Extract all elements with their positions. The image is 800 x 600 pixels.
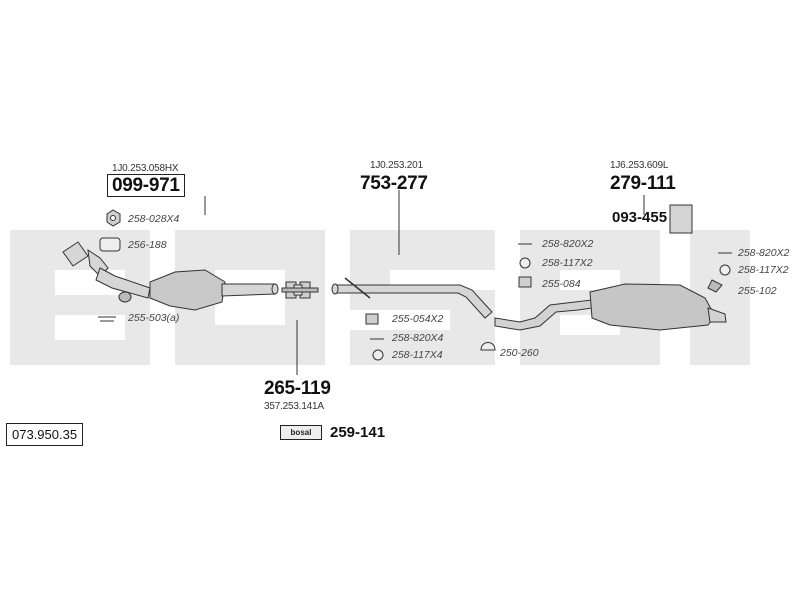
- part-label-9[interactable]: 258-117X2: [542, 257, 593, 269]
- part-label-7[interactable]: 250-260: [500, 347, 539, 359]
- part-label-13[interactable]: 255-102: [738, 285, 777, 297]
- part-label-6[interactable]: 258-117X4: [392, 349, 443, 361]
- front-part-number[interactable]: 099-971: [107, 174, 185, 197]
- rear-bracket-part-number[interactable]: 093-455: [612, 209, 668, 226]
- connector-clamp: [281, 281, 319, 299]
- part-label-10[interactable]: 255-084: [542, 278, 581, 290]
- hanger-icon: [365, 313, 379, 325]
- middle-oem: 1J0.253.201: [370, 160, 423, 171]
- seal-ring-icon: [480, 342, 496, 351]
- part-label-5[interactable]: 258-820X4: [392, 332, 444, 344]
- part-label-2[interactable]: 256-188: [128, 239, 167, 251]
- hanger-icon-2: [518, 276, 532, 288]
- connector-part-number[interactable]: 265-119: [264, 378, 331, 399]
- part-label-12[interactable]: 258-117X2: [738, 264, 789, 276]
- washer-icon-2: [519, 257, 531, 269]
- part-label-11[interactable]: 258-820X2: [738, 247, 790, 259]
- middle-pipe: [331, 277, 493, 319]
- bosal-kit-badge: bosal: [280, 425, 322, 440]
- clamp-icon: [98, 316, 116, 322]
- rear-oem: 1J6.253.609L: [610, 160, 669, 171]
- gasket-icon: [99, 237, 121, 252]
- catalog-reference: 073.950.35: [6, 423, 84, 446]
- part-label-4[interactable]: 255-054X2: [392, 313, 444, 325]
- connector-oem: 357.253.141A: [264, 401, 324, 412]
- rear-part-number[interactable]: 279-111: [610, 173, 676, 194]
- front-oem: 1J0.253.058HX: [112, 163, 179, 174]
- part-label-3[interactable]: 255-503(a): [128, 312, 180, 324]
- rear-silencer: [494, 279, 727, 331]
- front-pipe-catalyst: [62, 241, 279, 311]
- hardware-symbols: [98, 204, 732, 361]
- bracket-icon: [669, 204, 693, 234]
- washer-icon-3: [719, 264, 731, 276]
- part-label-8[interactable]: 258-820X2: [542, 238, 594, 250]
- middle-part-number[interactable]: 753-277: [360, 173, 428, 194]
- washer-icon: [372, 349, 384, 361]
- assembly-kit-part-number[interactable]: 259-141: [330, 424, 386, 441]
- part-label-1[interactable]: 258-028X4: [128, 213, 180, 225]
